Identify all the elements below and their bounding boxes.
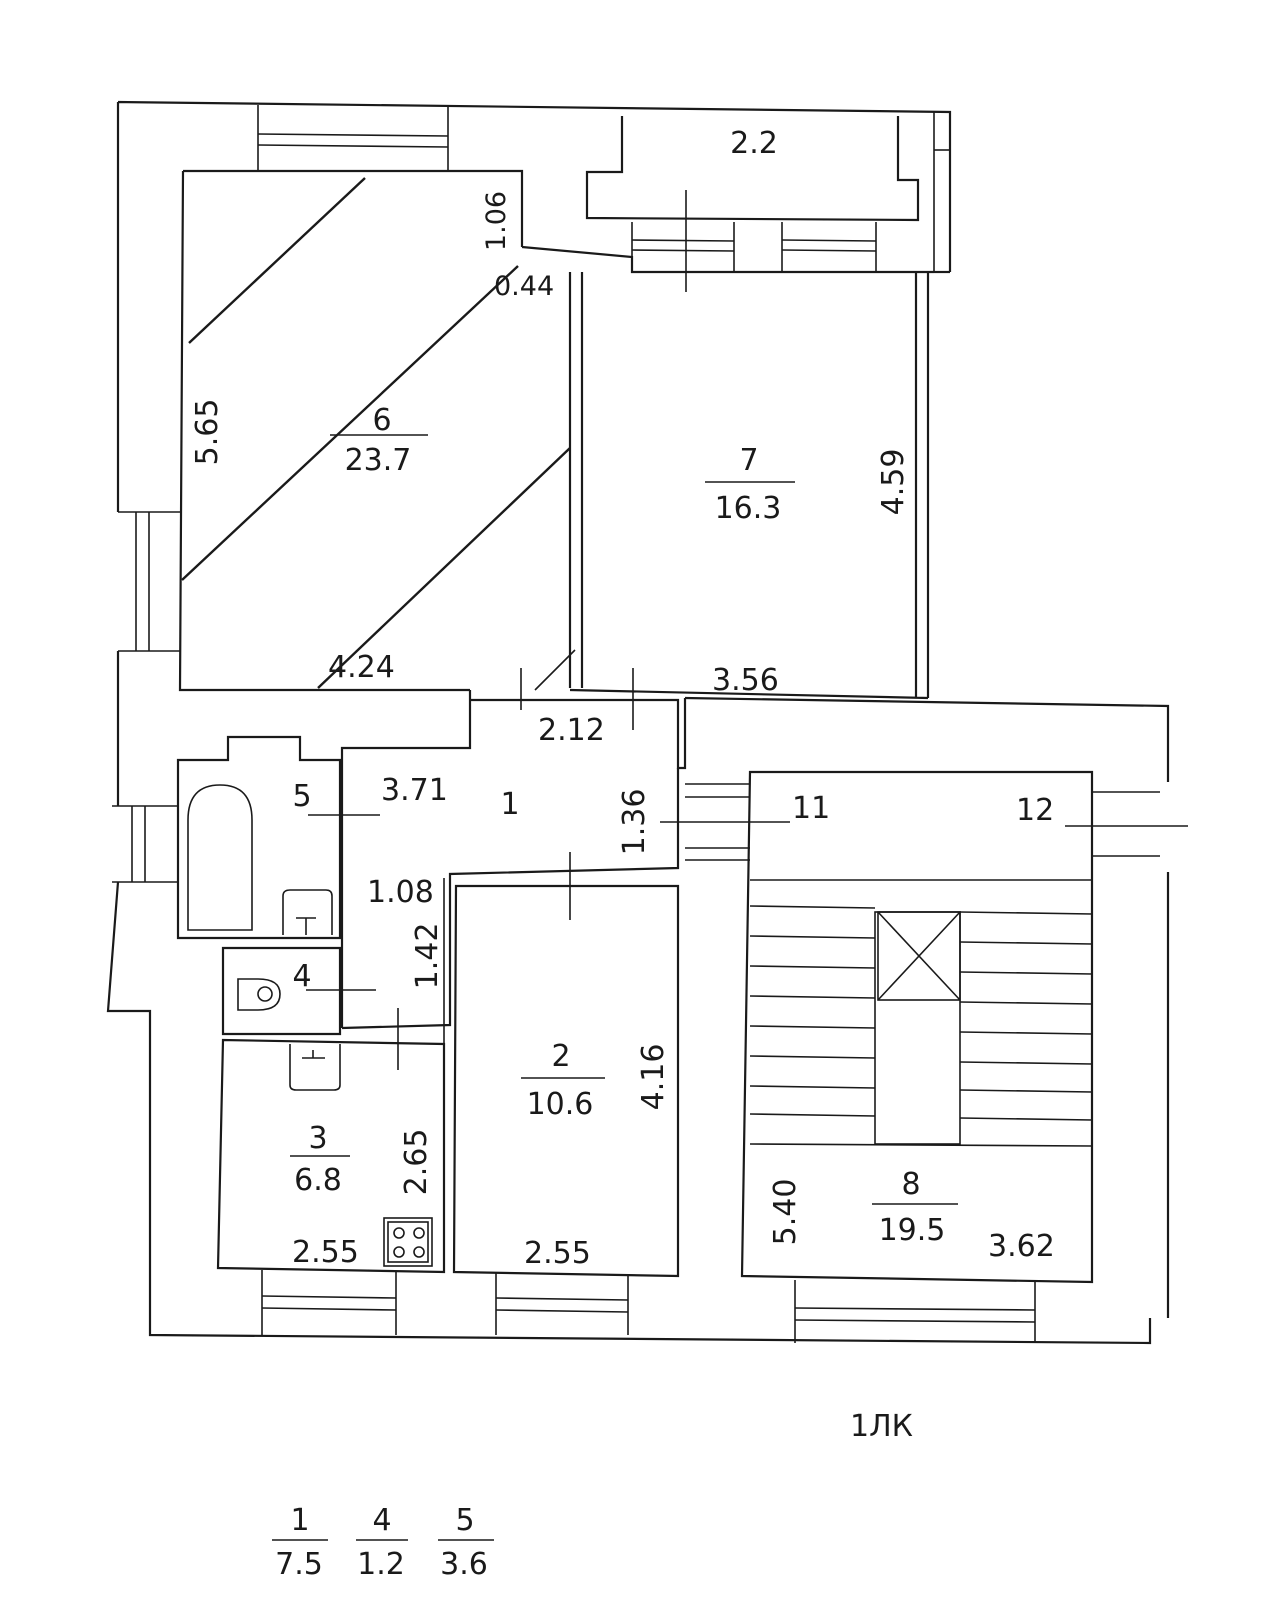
legend-5-number: 5 xyxy=(455,1503,474,1538)
room-7-number: 7 xyxy=(739,443,758,478)
room-1-hallway: 2.12 3.71 1 1.36 1.08 1.42 xyxy=(340,668,790,1070)
stairwell: 11 12 8 19.5 5.40 3.62 xyxy=(685,770,1188,1284)
dim-5-40: 5.40 xyxy=(768,1179,803,1246)
dim-4-59: 4.59 xyxy=(876,449,911,516)
area-legend: 1 7.5 4 1.2 5 3.6 xyxy=(272,1503,494,1582)
window-top-left xyxy=(257,105,449,171)
dim-1-36: 1.36 xyxy=(617,789,652,856)
legend-1-area: 7.5 xyxy=(275,1547,323,1582)
window-left-upper xyxy=(118,511,180,652)
dim-4-24: 4.24 xyxy=(328,650,395,685)
plan-stamp: 1ЛК xyxy=(850,1409,913,1444)
room-5-number: 5 xyxy=(292,779,311,814)
room-1-number: 1 xyxy=(500,787,519,822)
legend-5-area: 3.6 xyxy=(440,1547,488,1582)
window-left-lower xyxy=(112,805,178,883)
legend-4-area: 1.2 xyxy=(357,1547,405,1582)
room-11-number: 11 xyxy=(792,791,830,826)
dim-3-56: 3.56 xyxy=(712,663,779,698)
legend-1-number: 1 xyxy=(290,1503,309,1538)
dim-2-12: 2.12 xyxy=(538,713,605,748)
dim-3-62: 3.62 xyxy=(988,1229,1055,1264)
dim-0-44: 0.44 xyxy=(494,271,554,302)
room-4-number: 4 xyxy=(292,959,311,994)
outer-walls xyxy=(106,100,1170,1345)
room-4-wc: 4 xyxy=(221,946,376,1036)
room-7-area: 16.3 xyxy=(715,491,782,526)
room-3-kitchen: 3 6.8 2.65 2.55 xyxy=(216,1038,446,1274)
window-bottom-3 xyxy=(794,1280,1036,1343)
dim-3-71: 3.71 xyxy=(381,773,448,808)
dim-2-65: 2.65 xyxy=(399,1129,434,1196)
room-2-area: 10.6 xyxy=(527,1087,594,1122)
window-bottom-1 xyxy=(261,1270,397,1335)
dim-4-16: 4.16 xyxy=(636,1044,671,1111)
room-8-area: 19.5 xyxy=(879,1213,946,1248)
room-12-number: 12 xyxy=(1016,793,1054,828)
dim-1-06: 1.06 xyxy=(481,191,512,251)
balcony: 2.2 xyxy=(521,112,950,292)
dim-2-55-room2: 2.55 xyxy=(524,1236,591,1271)
room-2-number: 2 xyxy=(551,1039,570,1074)
legend-4-number: 4 xyxy=(372,1503,391,1538)
dim-1-42: 1.42 xyxy=(410,923,445,990)
room-7: 7 16.3 4.59 3.56 xyxy=(568,272,930,700)
room-6-number: 6 xyxy=(372,403,391,438)
balcony-area: 2.2 xyxy=(730,126,778,161)
room-2: 2 10.6 4.16 2.55 xyxy=(443,878,680,1278)
room-6-area: 23.7 xyxy=(345,443,412,478)
room-5-bathroom: 5 xyxy=(176,735,380,940)
room-3-number: 3 xyxy=(308,1121,327,1156)
dim-5-65: 5.65 xyxy=(190,399,225,466)
dim-1-08: 1.08 xyxy=(367,875,434,910)
room-8-number: 8 xyxy=(901,1167,920,1202)
dim-2-55-kitchen: 2.55 xyxy=(292,1235,359,1270)
room-6: 6 23.7 5.65 4.24 1.06 0.44 xyxy=(178,169,576,692)
room-3-area: 6.8 xyxy=(294,1163,342,1198)
window-bottom-2 xyxy=(495,1272,629,1335)
